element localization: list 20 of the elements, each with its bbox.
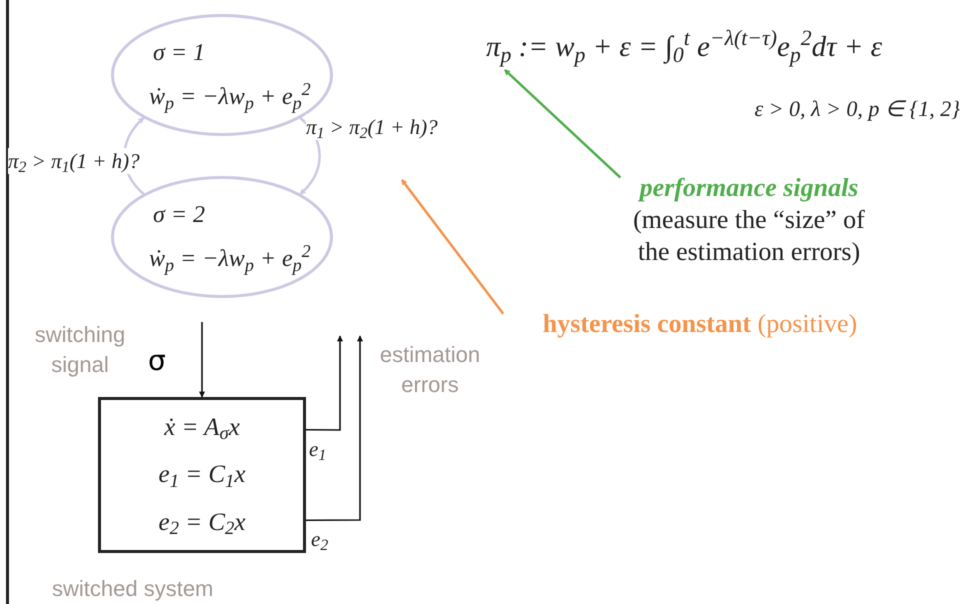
system-equation: ẋ = A$_{σ}$x <box>164 412 240 446</box>
system-equation: e$_{2}$ = C$_{2}$x <box>158 508 246 542</box>
edge-label: π$_{2}$ > π$_{1}$(1 + h)? <box>8 148 140 174</box>
signal-arrow <box>199 322 205 398</box>
system-caption: switched system <box>52 575 214 603</box>
transition-arrow <box>504 69 622 179</box>
callout-note: (measure the “size” of the estimation errors) <box>632 204 866 268</box>
signal-arrow <box>401 179 504 314</box>
state-equation: σ = 1 <box>152 39 206 68</box>
system-equation: e$_{1}$ = C$_{1}$x <box>158 460 246 494</box>
system-box <box>98 397 306 553</box>
signal-arrow <box>306 335 363 522</box>
signal-arrow <box>306 335 343 431</box>
state-equation: σ = 2 <box>152 201 206 230</box>
formula: π$_{p}$ := w$_{p}$ + ε = ∫$_{0}$$^{t}$ e$^{−λ(t−τ)}$e$_{p}$$^{2}$dτ + ε <box>486 26 960 70</box>
annotation-text: estimation errors <box>378 341 482 399</box>
condition-text: ε > 0, λ > 0, p ∈ {1, 2} <box>754 95 960 123</box>
annotation-text: switching signal <box>34 321 126 379</box>
callout-title: performance signals <box>640 172 858 204</box>
callout-title: hysteresis constant (positive) <box>542 308 858 340</box>
